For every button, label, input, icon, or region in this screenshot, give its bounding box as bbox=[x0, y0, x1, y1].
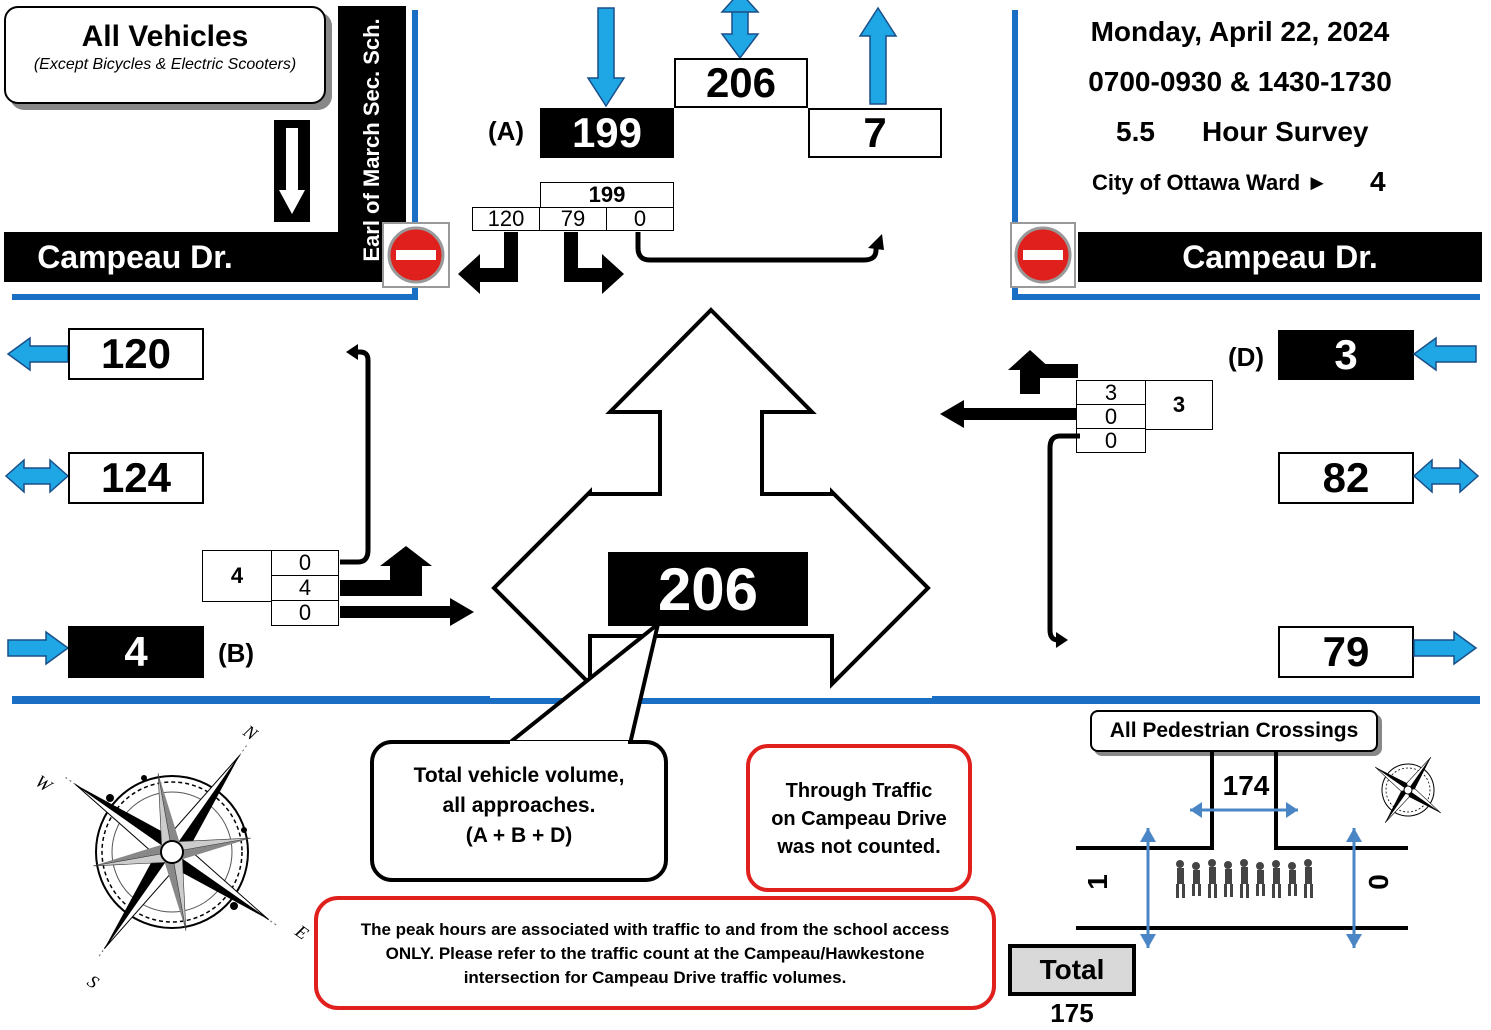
approach-d-movement-total: 3 bbox=[1145, 380, 1213, 430]
do-not-enter-sign-icon bbox=[382, 222, 450, 288]
approach-b-movement: 0 bbox=[271, 550, 339, 576]
do-not-enter-sign-icon bbox=[1010, 222, 1076, 288]
title-box: All Vehicles (Except Bicycles & Electric… bbox=[4, 6, 326, 104]
approach-a-movement: 79 bbox=[539, 207, 607, 231]
pedestrian-total-label: Total bbox=[1008, 944, 1136, 996]
blue-arrow-right-icon bbox=[1412, 630, 1478, 666]
survey-hours-label: Hour Survey bbox=[1202, 116, 1369, 148]
u-turn-arrow-icon bbox=[338, 340, 378, 570]
survey-date: Monday, April 22, 2024 bbox=[1060, 16, 1420, 48]
peak-line2: ONLY. Please refer to the traffic count … bbox=[314, 944, 996, 964]
survey-hours-value: 5.5 bbox=[1116, 116, 1155, 148]
approach-a-label: (A) bbox=[488, 116, 524, 147]
approach-b-movement: 4 bbox=[271, 575, 339, 601]
survey-times: 0700-0930 & 1430-1730 bbox=[1060, 66, 1420, 98]
approach-a-total: 206 bbox=[674, 58, 808, 108]
approach-d-movement: 3 bbox=[1076, 380, 1146, 405]
compass-s-letter: S bbox=[84, 971, 103, 993]
ward-label: City of Ottawa Ward ► bbox=[1092, 170, 1328, 196]
approach-d-label: (D) bbox=[1228, 342, 1264, 373]
u-turn-arrow-icon bbox=[632, 230, 892, 270]
compass-rose-icon: N E S W bbox=[20, 712, 310, 1002]
boundary-line bbox=[1012, 294, 1480, 300]
turn-arrow-icon bbox=[1000, 348, 1080, 398]
turn-arrow-icon bbox=[456, 230, 526, 300]
blue-arrow-left-icon bbox=[6, 336, 70, 372]
blue-arrow-left-icon bbox=[1412, 336, 1478, 372]
blue-arrow-right-icon bbox=[6, 630, 70, 666]
grand-total: 206 bbox=[608, 552, 808, 626]
approach-d-movement: 0 bbox=[1076, 404, 1146, 429]
approach-b-outbound: 120 bbox=[68, 328, 204, 380]
approach-a-inbound: 199 bbox=[540, 108, 674, 158]
approach-b-movement: 0 bbox=[271, 600, 339, 626]
turn-arrow-icon bbox=[338, 544, 438, 604]
pedestrian-north-count: 174 bbox=[1214, 770, 1278, 802]
peak-line1: The peak hours are associated with traff… bbox=[314, 920, 996, 940]
total-note-line1: Total vehicle volume, bbox=[376, 764, 662, 788]
title-text: All Vehicles bbox=[6, 20, 324, 54]
road-label-campeau-left: Campeau Dr. bbox=[4, 232, 376, 282]
pedestrian-west-count: 1 bbox=[1082, 874, 1114, 890]
blue-arrow-both-icon bbox=[4, 458, 70, 494]
approach-b-total: 124 bbox=[68, 452, 204, 504]
pedestrian-east-count: 0 bbox=[1362, 874, 1394, 890]
one-way-arrow-icon bbox=[274, 120, 310, 222]
approach-a-movement-total: 199 bbox=[540, 182, 674, 208]
blue-arrow-both-icon bbox=[718, 0, 762, 60]
straight-arrow-icon bbox=[938, 400, 1078, 430]
approach-d-inbound: 3 bbox=[1278, 330, 1414, 380]
approach-d-total: 82 bbox=[1278, 452, 1414, 504]
compass-e-letter: E bbox=[291, 920, 312, 943]
compass-w-letter: W bbox=[32, 771, 57, 797]
total-note-line3: (A + B + D) bbox=[376, 824, 662, 848]
approach-b-movement-total: 4 bbox=[202, 550, 272, 602]
approach-a-movement: 120 bbox=[472, 207, 540, 231]
blue-arrow-both-icon bbox=[1412, 458, 1480, 494]
approach-a-outbound: 7 bbox=[808, 108, 942, 158]
u-turn-arrow-icon bbox=[1040, 430, 1084, 650]
through-line2: on Campeau Drive bbox=[746, 808, 972, 831]
through-line1: Through Traffic bbox=[746, 780, 972, 803]
through-line3: was not counted. bbox=[746, 836, 972, 859]
approach-b-label: (B) bbox=[218, 638, 254, 669]
total-note-line2: all approaches. bbox=[376, 794, 662, 818]
approach-d-outbound: 79 bbox=[1278, 626, 1414, 678]
turn-arrow-icon bbox=[560, 230, 630, 300]
boundary-line bbox=[12, 294, 418, 300]
approach-d-movement: 0 bbox=[1076, 428, 1146, 453]
approach-a-movement: 0 bbox=[606, 207, 674, 231]
pedestrian-title: All Pedestrian Crossings bbox=[1090, 710, 1378, 752]
pedestrians-icon bbox=[1176, 859, 1313, 898]
ward-value: 4 bbox=[1370, 166, 1386, 198]
blue-arrow-down-icon bbox=[586, 8, 626, 108]
road-label-campeau-right: Campeau Dr. bbox=[1078, 232, 1482, 282]
peak-line3: intersection for Campeau Drive traffic v… bbox=[314, 968, 996, 988]
blue-arrow-up-icon bbox=[856, 6, 900, 106]
approach-b-inbound: 4 bbox=[68, 626, 204, 678]
subtitle-text: (Except Bicycles & Electric Scooters) bbox=[6, 56, 324, 74]
pedestrian-total-value: 175 bbox=[1008, 998, 1136, 1029]
compass-n-letter: N bbox=[239, 720, 262, 744]
